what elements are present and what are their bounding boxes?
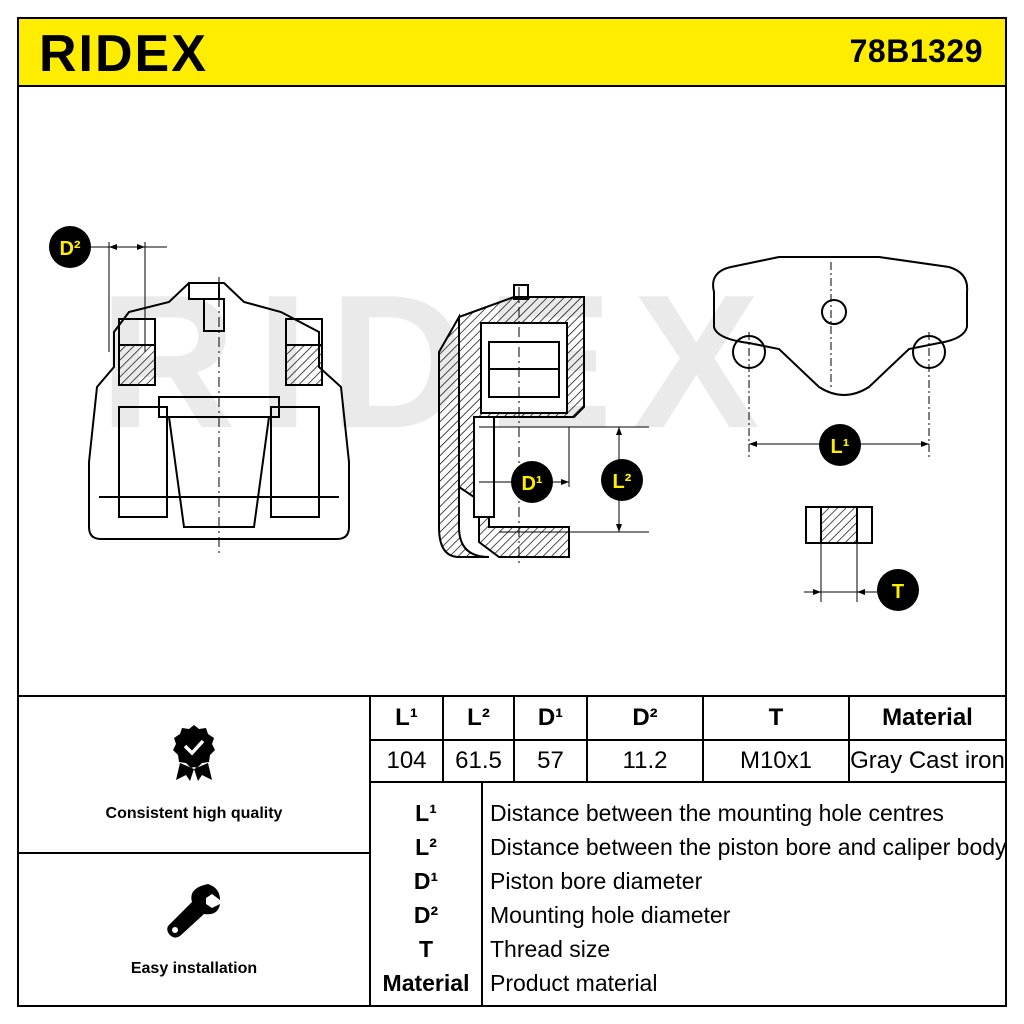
legend-desc: Thread size: [490, 936, 611, 962]
legend-desc: Product material: [490, 970, 658, 996]
svg-text:L¹: L¹: [831, 436, 850, 458]
product-sheet: RIDEX 78B1329 RIDEX: [17, 17, 1007, 1007]
spec-value-material: Gray Cast iron: [850, 747, 1005, 774]
divider: [369, 781, 1005, 783]
feature-installation: Easy installation: [19, 854, 369, 1005]
spec-header-l1: L¹: [395, 704, 418, 731]
technical-drawing: RIDEX D²: [49, 226, 969, 611]
spec-header-d2: D²: [632, 704, 658, 731]
feature-installation-label: Easy installation: [130, 960, 258, 977]
legend-key: L¹: [415, 800, 437, 826]
divider: [481, 783, 483, 1005]
callout-d1: D¹: [511, 461, 553, 503]
part-number: 78B1329: [849, 33, 983, 69]
ridex-logo: RIDEX: [39, 25, 208, 81]
callout-d2: D²: [49, 226, 91, 268]
legend-key: D¹: [413, 868, 439, 894]
svg-text:T: T: [892, 581, 904, 603]
legend-desc: Distance between the mounting hole centr…: [490, 800, 944, 826]
legend-desc: Piston bore diameter: [490, 868, 703, 894]
legend-key: D²: [413, 902, 439, 928]
callout-l1: L¹: [819, 424, 861, 466]
divider: [586, 697, 588, 783]
wrench-icon: [167, 884, 220, 938]
legend-key: T: [418, 936, 434, 962]
feature-quality: Consistent high quality: [19, 697, 369, 852]
divider: [19, 852, 369, 854]
quality-badge-icon: [173, 725, 215, 781]
legend-desc: Mounting hole diameter: [490, 902, 731, 928]
spec-value-t: M10x1: [739, 747, 813, 774]
svg-text:RIDEX: RIDEX: [99, 256, 780, 468]
spec-value-d1: 57: [537, 747, 564, 774]
header-bar: RIDEX 78B1329: [19, 19, 1005, 87]
watermark: RIDEX: [99, 256, 780, 468]
divider: [369, 697, 371, 1005]
legend-desc: Distance between the piston bore and cal…: [490, 834, 1007, 860]
svg-text:D²: D²: [59, 238, 80, 260]
spec-value-l2: 61.5: [455, 747, 502, 774]
divider: [848, 697, 850, 783]
spec-header-d1: D¹: [537, 704, 564, 731]
caliper-section-view: [438, 284, 649, 567]
spec-header-t: T: [768, 704, 784, 731]
spec-value-l1: 104: [386, 747, 427, 774]
legend-key: L²: [415, 834, 437, 860]
feature-quality-label: Consistent high quality: [105, 805, 283, 822]
divider: [369, 739, 1005, 741]
svg-text:RIDEX: RIDEX: [39, 25, 208, 81]
svg-text:D¹: D¹: [521, 473, 542, 495]
callout-t: T: [877, 569, 919, 611]
info-section: Consistent high quality Easy installatio…: [19, 695, 1007, 1005]
callout-l2: L²: [601, 459, 643, 501]
divider: [702, 697, 704, 783]
legend-key: Material: [382, 970, 470, 996]
divider: [513, 697, 515, 783]
caliper-side-view: [712, 256, 969, 602]
spec-value-d2: 11.2: [622, 747, 668, 774]
spec-header-material: Material: [882, 704, 973, 731]
caliper-front-view: [88, 242, 350, 557]
svg-text:L²: L²: [613, 471, 632, 493]
divider: [442, 697, 444, 783]
spec-header-l2: L²: [467, 704, 490, 731]
